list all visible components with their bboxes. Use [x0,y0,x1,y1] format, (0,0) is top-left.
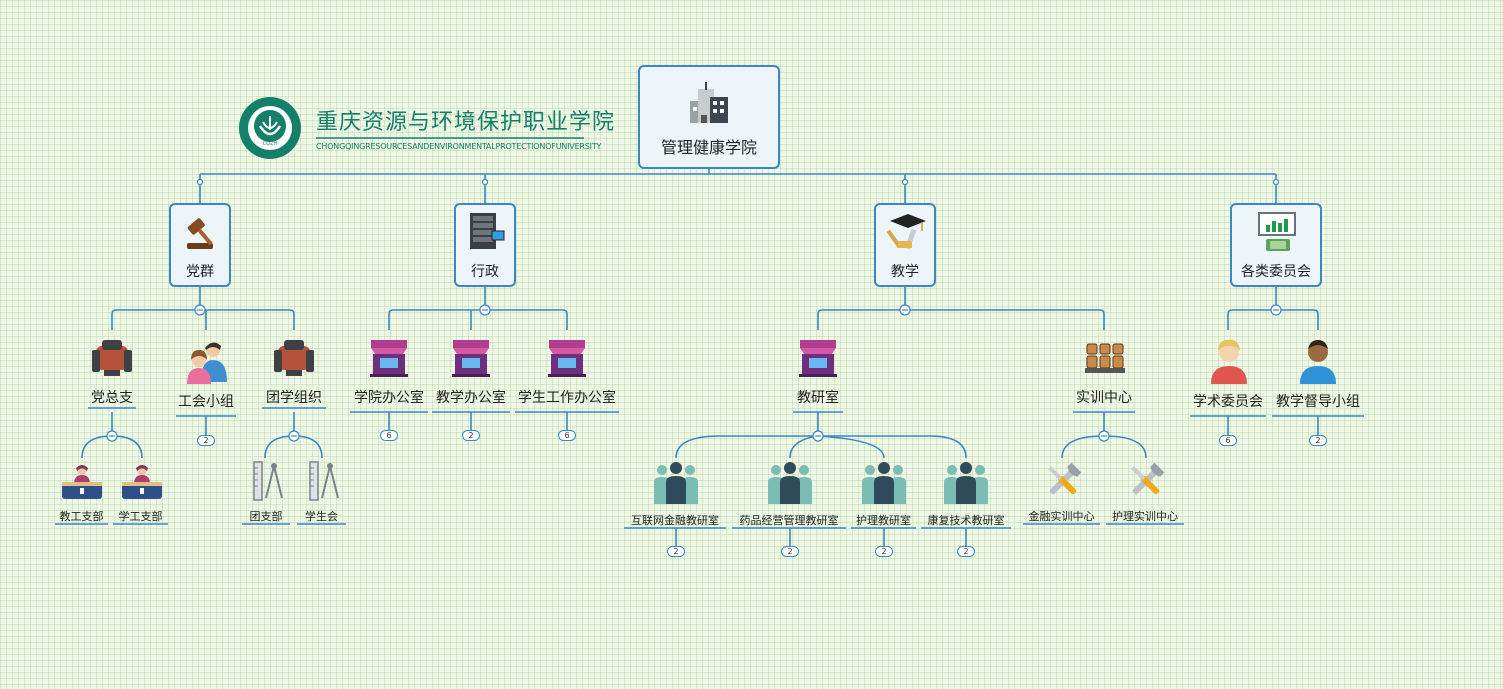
node-label-dangzongzhi[interactable]: 党总支 [91,390,133,406]
count-badge-jiaoxue-office[interactable]: 2 [462,430,480,441]
group-node-xingzheng[interactable]: 行政 [454,203,516,287]
node-label-kangfu[interactable]: 康复技术教研室 [927,514,1005,527]
couple-icon [187,342,227,384]
reception-desk-icon [122,465,162,499]
reception-desk-icon [62,465,102,499]
office-shop-icon [799,340,837,377]
count-badge-gonghui[interactable]: 2 [197,435,215,446]
node-label-jiaoyanshi[interactable]: 教研室 [797,390,839,406]
root-node[interactable]: 管理健康学院 [638,65,780,169]
tools-icon [1048,462,1082,495]
node-label-xueyuan-office[interactable]: 学院办公室 [354,390,424,406]
group-node-jiaoxue[interactable]: 教学 [874,203,936,287]
team-group-icon [654,462,698,504]
drafting-tools-icon [309,461,339,501]
node-label-hulianwang[interactable]: 互联网金融教研室 [631,514,719,527]
office-shop-icon [548,340,586,377]
building-icon [690,82,728,123]
node-label-jiaogong[interactable]: 教工支部 [59,510,104,523]
drafting-tools-icon [253,461,283,501]
count-badge-xuesheng-office[interactable]: 6 [558,430,576,441]
logo-divider [316,137,584,139]
tools-icon [1131,462,1165,495]
count-badge-dudao[interactable]: 2 [1309,435,1327,446]
presentation-board-icon [1258,212,1296,251]
node-label-xuegong[interactable]: 学工支部 [118,510,163,523]
person-dark-icon [1300,340,1336,384]
node-label-yaopin[interactable]: 药品经营管理教研室 [739,514,839,527]
node-label-shixun[interactable]: 实训中心 [1076,390,1132,406]
group-label-dangqun: 党群 [186,264,214,280]
count-badge-huli[interactable]: 2 [875,546,893,557]
server-rack-icon [470,213,505,249]
root-label: 管理健康学院 [660,138,757,157]
count-badge-yaopin[interactable]: 2 [781,546,799,557]
node-label-gonghui[interactable]: 工会小组 [178,394,234,410]
node-label-jiaoxue-office[interactable]: 教学办公室 [436,390,506,406]
node-label-xueshenghui[interactable]: 学生会 [305,510,338,523]
college-logo-emblem: CQZH [239,97,301,159]
gavel-icon [187,218,213,249]
node-label-dudao[interactable]: 教学督导小组 [1276,394,1360,410]
svg-text:CQZH: CQZH [263,141,278,147]
count-badge-xueyuan-office[interactable]: 6 [380,430,398,441]
team-group-icon [862,462,906,504]
organization-seat-icon [274,340,314,376]
count-badge-kangfu[interactable]: 2 [957,546,975,557]
node-label-tuanzhibu[interactable]: 团支部 [249,510,283,523]
node-label-jinrong[interactable]: 金融实训中心 [1028,510,1095,523]
group-node-dangqun[interactable]: 党群 [169,203,231,287]
node-label-hulishixun[interactable]: 护理实训中心 [1112,510,1178,523]
group-label-weiyuanhui: 各类委员会 [1241,264,1311,280]
office-shop-icon [370,340,408,377]
office-shop-icon [452,340,490,377]
node-label-huli[interactable]: 护理教研室 [856,514,911,527]
person-blonde-icon [1211,339,1247,384]
party-seat-icon [92,340,132,376]
theater-seats-icon [1085,343,1125,373]
count-badge-hulianwang[interactable]: 2 [667,546,685,557]
group-node-weiyuanhui[interactable]: 各类委员会 [1230,203,1322,287]
college-name-en: CHONGQINGRESOURCESANDENVIRONMENTALPROTEC… [316,142,602,151]
group-label-jiaoxue: 教学 [891,264,919,280]
team-group-icon [944,462,988,504]
node-label-xueshu[interactable]: 学术委员会 [1193,394,1263,410]
team-group-icon [768,462,812,504]
graduation-cap-icon [886,214,926,250]
node-label-xuesheng-office[interactable]: 学生工作办公室 [518,390,616,406]
count-badge-xueshu[interactable]: 6 [1219,435,1237,446]
group-label-xingzheng: 行政 [471,264,499,280]
node-label-tuanxue[interactable]: 团学组织 [266,390,322,406]
college-name-cn: 重庆资源与环境保护职业学院 [316,110,616,135]
